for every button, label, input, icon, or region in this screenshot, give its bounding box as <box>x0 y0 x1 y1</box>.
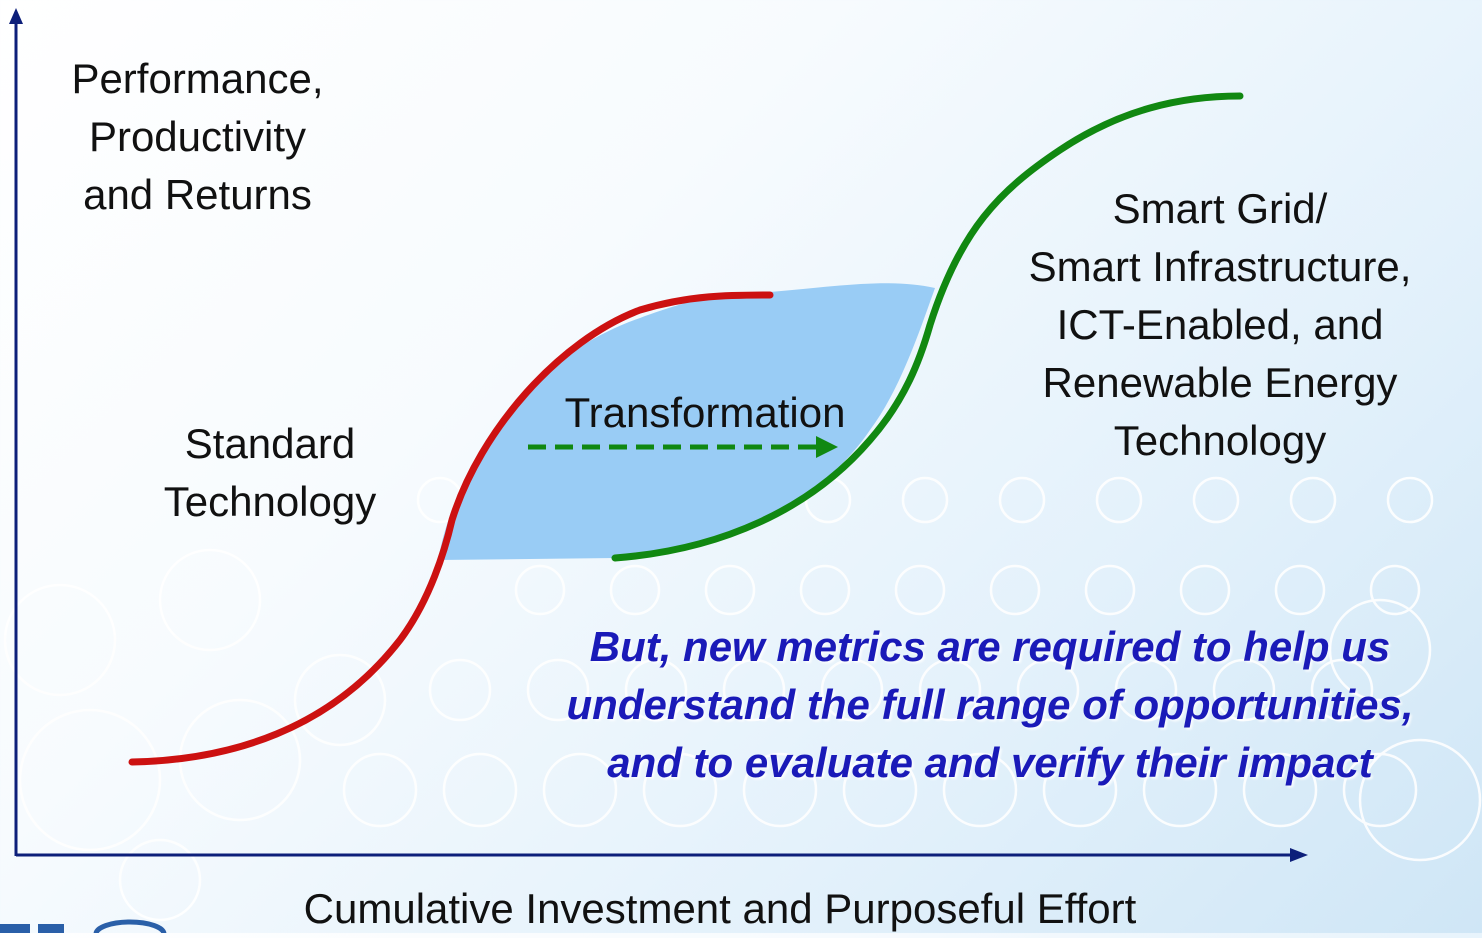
background-circle <box>998 476 1046 524</box>
background-circle <box>1242 752 1318 828</box>
background-circle <box>1289 476 1337 524</box>
background-circle <box>901 476 949 524</box>
background-circle <box>1042 752 1118 828</box>
background-circle <box>1142 752 1218 828</box>
background-circle <box>1095 476 1143 524</box>
background-circle <box>942 752 1018 828</box>
background-circle <box>609 564 661 616</box>
standard-technology-curve <box>128 291 774 766</box>
background-circle <box>1084 564 1136 616</box>
background-circle <box>624 658 688 722</box>
background-circle <box>428 658 492 722</box>
transformation-region <box>438 283 935 560</box>
background-circle <box>894 564 946 616</box>
background-circle <box>820 658 884 722</box>
logo-fragment <box>0 919 167 933</box>
smart-technology-curve <box>611 92 1244 562</box>
background-circle <box>1274 564 1326 616</box>
background-circle <box>1192 476 1240 524</box>
background-circle <box>1212 658 1276 722</box>
background-circle <box>742 752 818 828</box>
background-circle <box>1016 658 1080 722</box>
smart-technology-label: Smart Grid/ Smart Infrastructure, ICT-En… <box>1028 185 1412 464</box>
background-circle <box>704 564 756 616</box>
background-circle <box>799 564 851 616</box>
background-circle <box>542 752 618 828</box>
background-circle <box>442 752 518 828</box>
background-circle <box>1369 564 1421 616</box>
background-circle <box>18 708 162 852</box>
arrowhead-right-icon <box>1290 848 1308 862</box>
background-circle <box>526 658 590 722</box>
background-circle <box>1179 564 1231 616</box>
background-circle <box>178 698 302 822</box>
transformation-label: Transformation <box>564 389 846 436</box>
transformation-arrowhead-icon <box>816 436 838 458</box>
background-circle <box>722 658 786 722</box>
y-axis-label: Performance, Productivity and Returns <box>71 55 324 218</box>
x-axis-label: Cumulative Investment and Purposeful Eff… <box>303 885 1137 932</box>
background-circle <box>1114 658 1178 722</box>
background-circle <box>342 752 418 828</box>
background-circle <box>158 548 262 652</box>
background-circle <box>1328 598 1432 702</box>
background-circle <box>1358 738 1482 862</box>
background-circle <box>514 564 566 616</box>
background-circle <box>642 752 718 828</box>
arrowhead-up-icon <box>9 8 23 24</box>
background-circle <box>842 752 918 828</box>
standard-technology-label: Standard Technology <box>163 420 377 525</box>
background-circle <box>118 838 202 922</box>
background-circle <box>989 564 1041 616</box>
background-circle <box>293 653 387 747</box>
background-circle <box>1310 658 1374 722</box>
background-circle <box>3 583 117 697</box>
background-circle <box>1386 476 1434 524</box>
background-circle <box>918 658 982 722</box>
metrics-note: But, new metrics are required to help us… <box>566 623 1414 786</box>
